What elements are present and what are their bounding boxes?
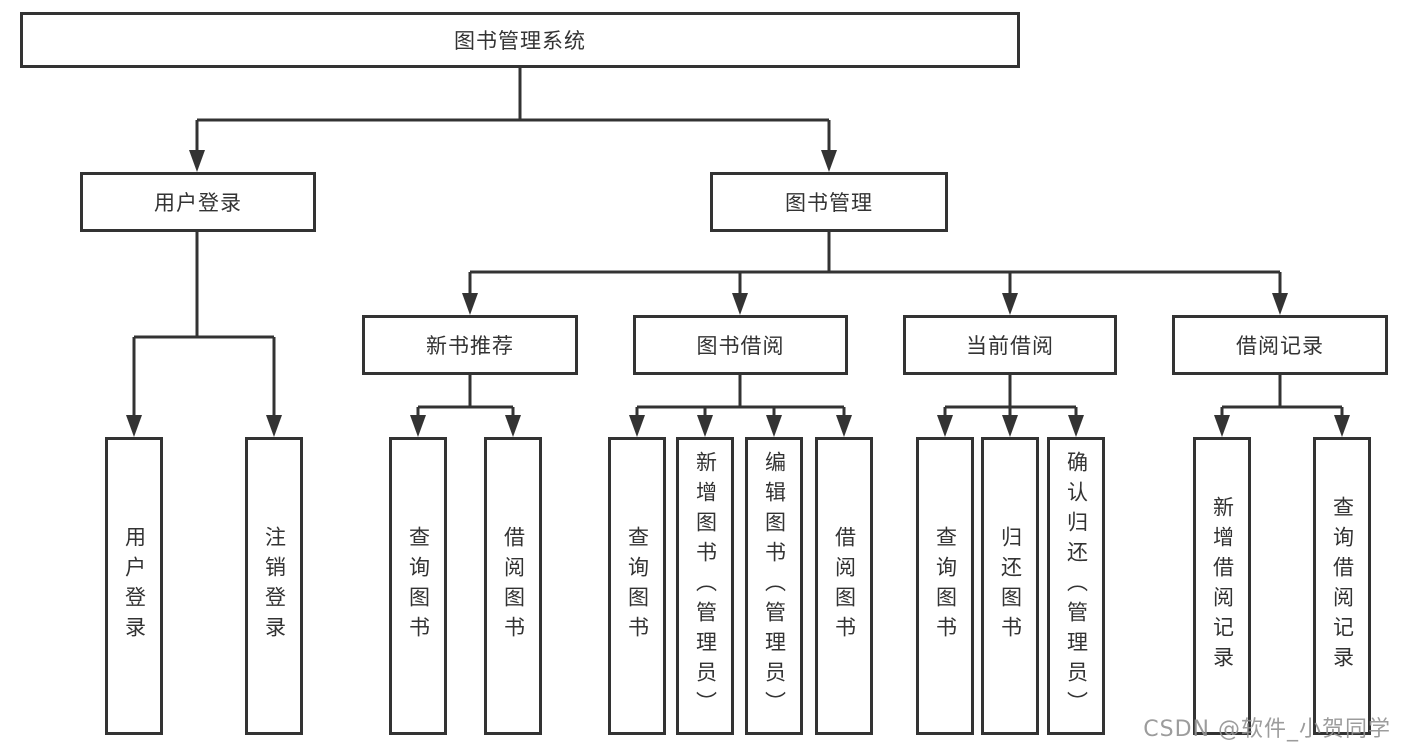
node-user-login: 用户登录 — [80, 172, 316, 232]
csdn-watermark: CSDN @软件_小贺同学 — [1143, 717, 1391, 742]
node-label: 查询图书 — [406, 526, 431, 646]
node-label: 编辑图书（管理员） — [762, 451, 787, 721]
leaf-return-books: 归还图书 — [981, 437, 1039, 735]
node-label: 图书管理系统 — [454, 29, 586, 53]
leaf-borrow-books: 借阅图书 — [484, 437, 542, 735]
node-label: 借阅图书 — [832, 526, 857, 646]
leaf-add-book-admin: 新增图书（管理员） — [676, 437, 734, 735]
node-current-borrow: 当前借阅 — [903, 315, 1117, 375]
node-label: 当前借阅 — [966, 334, 1054, 358]
node-label: 归还图书 — [998, 526, 1023, 646]
leaf-confirm-return-admin: 确认归还（管理员） — [1047, 437, 1105, 735]
node-label: 查询借阅记录 — [1330, 496, 1355, 676]
node-new-book-recommend: 新书推荐 — [362, 315, 578, 375]
leaf-borrow-books-2: 借阅图书 — [815, 437, 873, 735]
leaf-query-borrow-record: 查询借阅记录 — [1313, 437, 1371, 735]
node-borrow-records: 借阅记录 — [1172, 315, 1388, 375]
node-label: 借阅记录 — [1236, 334, 1324, 358]
node-book-management: 图书管理 — [710, 172, 948, 232]
node-label: 图书管理 — [785, 191, 873, 215]
leaf-query-books-3: 查询图书 — [916, 437, 974, 735]
node-label: 借阅图书 — [501, 526, 526, 646]
leaf-query-books: 查询图书 — [389, 437, 447, 735]
node-label: 新增借阅记录 — [1210, 496, 1235, 676]
node-label: 查询图书 — [933, 526, 958, 646]
node-label: 查询图书 — [625, 526, 650, 646]
node-label: 用户登录 — [154, 191, 242, 215]
node-label: 用户登录 — [122, 526, 147, 646]
leaf-user-login: 用户登录 — [105, 437, 163, 735]
leaf-edit-book-admin: 编辑图书（管理员） — [745, 437, 803, 735]
node-label: 图书借阅 — [696, 334, 785, 358]
node-label: 新增图书（管理员） — [693, 451, 718, 721]
node-library-management-system: 图书管理系统 — [20, 12, 1020, 68]
node-label: 注销登录 — [262, 526, 287, 646]
arrowheads — [126, 150, 1350, 437]
node-book-borrow: 图书借阅 — [633, 315, 848, 375]
node-label: 新书推荐 — [426, 334, 514, 358]
node-label: 确认归还（管理员） — [1064, 451, 1089, 721]
leaf-add-borrow-record: 新增借阅记录 — [1193, 437, 1251, 735]
leaf-query-books-2: 查询图书 — [608, 437, 666, 735]
leaf-logout-login: 注销登录 — [245, 437, 303, 735]
